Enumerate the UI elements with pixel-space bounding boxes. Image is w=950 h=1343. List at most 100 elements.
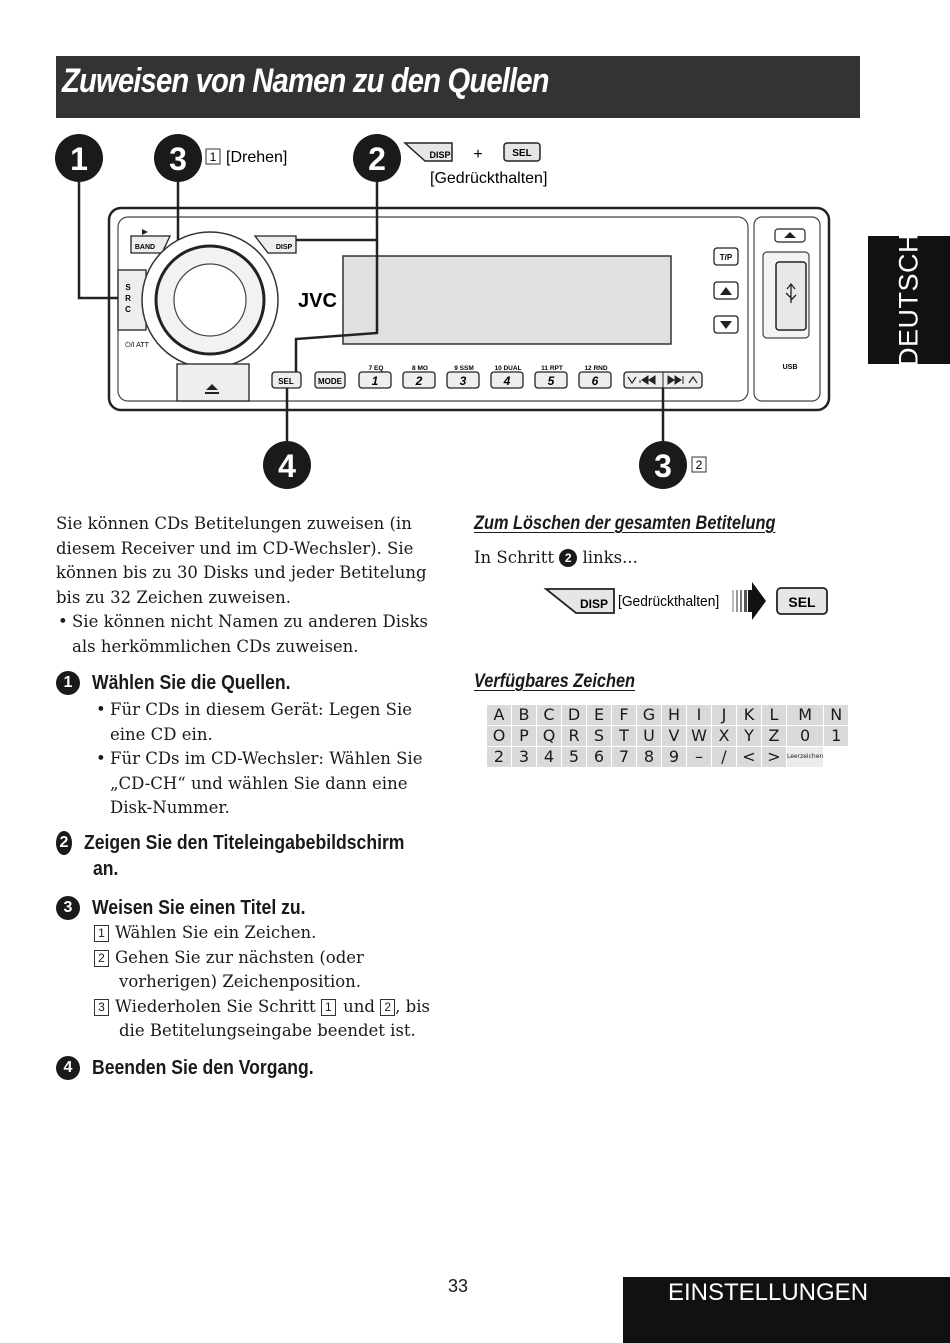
svg-text:6: 6 [592,374,599,388]
svg-text:SEL: SEL [278,377,294,386]
up-chevron-icon [688,375,698,384]
step-1-number: 1 [56,671,80,695]
svg-text:7 EQ: 7 EQ [369,365,384,372]
step-2: 2 Zeigen Sie den Titeleingabebildschirm … [56,830,448,882]
step-4-number: 4 [56,1056,80,1080]
svg-text:4: 4 [503,374,511,388]
page-number: 33 [447,1276,469,1296]
svg-text:DISP: DISP [276,244,293,251]
svg-text:11 RPT: 11 RPT [541,365,563,372]
delete-step-ref: 2 [559,549,578,567]
box-2: 2 [696,458,703,472]
delete-heading: Zum Löschen der gesamten Betitelung [474,513,776,534]
preset-1: 7 EQ 1 [358,365,392,389]
usb-icon [785,282,797,303]
cd-eject-panel [176,363,250,402]
gedrueckt-label: [Gedrückthalten] [430,170,547,187]
section-tab-label: EINSTELLUNGEN [667,1279,869,1306]
step-1: 1 Wählen Sie die Quellen. Für CDs in die… [56,670,448,821]
preset-4: 10 DUAL 4 [490,365,524,389]
side-tab [868,236,950,364]
svg-text:MODE: MODE [318,377,343,386]
svg-text:1: 1 [70,141,88,177]
att-label: ⏻/I ATT [125,341,149,349]
svg-text:3: 3 [169,141,187,177]
jvc-logo: JVC [298,290,337,312]
callout-2: 2 [353,134,401,182]
tp-button [713,247,739,266]
step-1-heading: Wählen Sie die Quellen. [92,672,291,694]
svg-text:5: 5 [548,374,555,388]
drehen-box: 1 [210,150,217,164]
step-1-bullet-2: Für CDs im CD-Wechsler: Wählen Sie „CD-C… [94,747,448,821]
leader-1 [77,182,118,300]
step-4: 4 Beenden Sie den Vorgang. [56,1055,448,1081]
step-4-heading: Beenden Sie den Vorgang. [92,1057,314,1079]
next-icon [667,375,684,385]
down-arrow-icon [720,321,732,329]
callout-3-bottom: 3 [639,441,687,489]
step-3-heading: Weisen Sie einen Titel zu. [92,897,306,919]
svg-text:8 MO: 8 MO [412,365,428,372]
title-bar [56,56,860,118]
usb-label: USB [783,364,798,371]
up-arrow-icon [720,287,732,295]
delete-instruction: In Schritt 2 links... [474,548,638,567]
preset-5: 11 RPT 5 [534,365,568,389]
section-tab [623,1277,950,1343]
step-2-heading-line-2: an. [93,858,119,880]
svg-text:BAND: BAND [135,244,155,251]
drehen-label: [Drehen] [226,149,287,166]
svg-text:2: 2 [368,141,386,177]
svg-text:3: 3 [460,374,467,388]
delete-hold-label: [Gedrückthalten] [618,594,719,611]
preset-2: 8 MO 2 [402,365,436,389]
callout-1: 1 [55,134,103,182]
preset-3: 9 SSM 3 [446,365,480,389]
leader-2-sel [294,240,379,372]
step-2-heading-line-1: Zeigen Sie den Titeleingabebildschirm [83,832,405,854]
svg-text:T/P: T/P [720,253,733,262]
prev-icon [639,375,656,385]
delete-sequence: DISP [Gedrückthalten] SEL [543,582,828,620]
delete-sel-icon: SEL [788,594,816,610]
svg-text:12 RND: 12 RND [584,365,607,372]
arrow-right-icon [748,582,766,620]
page-title: Zuweisen von Namen zu den Quellen [62,62,550,100]
step-3-sub-2-cont: vorherigen) Zeichenposition. [119,972,362,991]
svg-text:4: 4 [278,448,296,484]
intro-paragraph: Sie können CDs Betitelungen zuweisen (in… [56,514,427,607]
svg-text:10 DUAL: 10 DUAL [494,365,521,372]
display-window [342,255,672,345]
intro-block: Sie können CDs Betitelungen zuweisen (in… [56,512,448,659]
callout-3-top: 3 [154,134,202,182]
mode-button [314,371,346,389]
step-1-bullet-1: Für CDs in diesem Gerät: Legen Sie eine … [94,698,448,747]
play-icon [142,229,148,235]
svg-text:1: 1 [372,374,379,388]
step-3-sub-3-cont: die Betitelungseingabe beendet ist. [119,1021,416,1040]
side-tab-label: DEUTSCH [893,232,924,367]
step-3-number: 3 [56,896,80,920]
space-cell: Leerzeichen [787,747,824,767]
step-2-number: 2 [56,831,72,855]
svg-text:C: C [125,305,131,314]
plus-sign: + [473,146,482,163]
preset-6: 12 RND 6 [578,365,612,389]
receiver-diagram: 1 3 2 4 3 1 [Drehen] DISP + SEL [Gedrück… [55,134,831,489]
disp-button [253,235,297,254]
delete-disp-icon: DISP [580,597,608,611]
intro-bullet: Sie können nicht Namen zu anderen Disks … [56,610,448,659]
svg-text:2: 2 [415,374,423,388]
sel-key-icon: SEL [512,148,531,159]
down-chevron-icon [627,376,637,385]
callout-4: 4 [263,441,311,489]
disp-key-icon: DISP [429,150,450,160]
